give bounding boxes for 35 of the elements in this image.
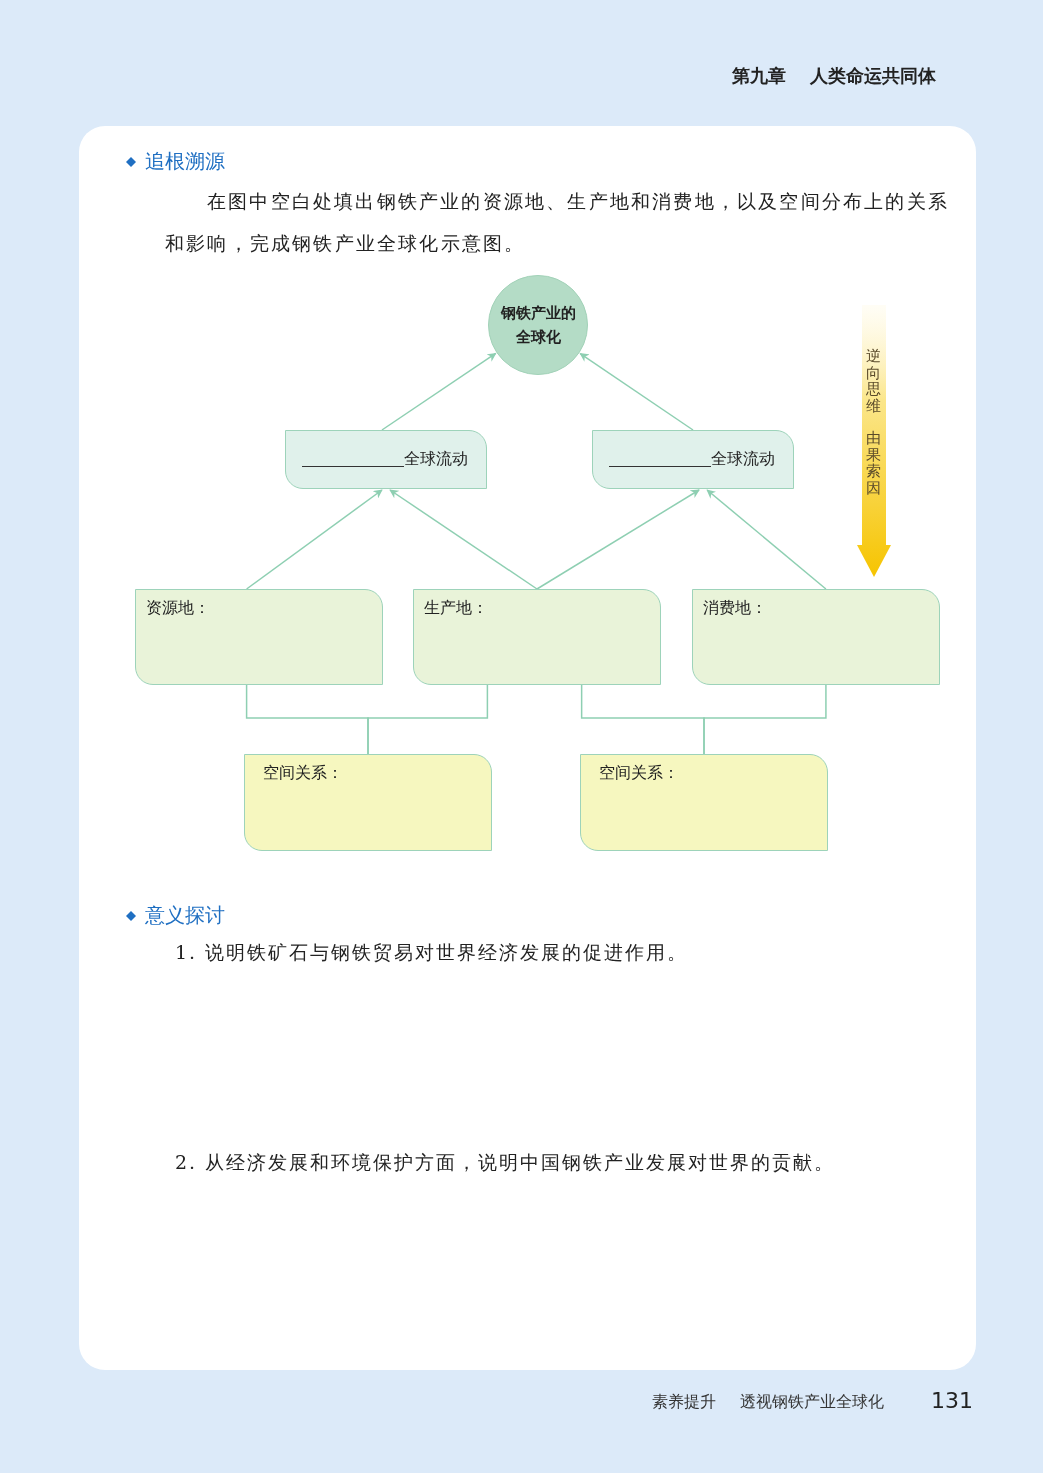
chapter-title: 人类命运共同体 (810, 64, 936, 88)
question-text: 1. 说明铁矿石与钢铁贸易对世界经济发展的促进作用。 (175, 940, 689, 965)
box-label: 资源地： (146, 598, 210, 617)
place-box (135, 589, 383, 685)
box-label: 全球流动 (711, 449, 775, 470)
relation-box (580, 754, 828, 851)
arrow (536, 489, 700, 590)
box-label: 生产地： (424, 598, 488, 617)
question-text: 2. 从经济发展和环境保护方面，说明中国钢铁产业发展对世界的贡献。 (175, 1150, 836, 1175)
connector-line (367, 684, 489, 755)
box-label: 全球流动 (404, 449, 468, 470)
place-box (413, 589, 661, 685)
arrow-text: 逆向思维 (866, 348, 881, 414)
box-label: 空间关系： (599, 763, 679, 782)
flow-box (592, 430, 794, 489)
place-box (692, 589, 940, 685)
arrow (381, 352, 497, 431)
section-heading: 意义探讨 (145, 902, 225, 929)
topic-text: 钢铁产业的全球化 (499, 303, 577, 348)
footer-text: 素养提升 (652, 1392, 716, 1413)
box-label: 消费地： (703, 598, 767, 617)
arrow (389, 489, 538, 590)
box-label: 空间关系： (263, 763, 343, 782)
footer-text: 透视钢铁产业全球化 (740, 1392, 884, 1413)
page-number: 131 (931, 1388, 973, 1413)
section-heading: 追根溯源 (145, 148, 225, 175)
arrow (245, 489, 383, 590)
connector-line (703, 684, 827, 755)
chapter-number: 第九章 (732, 64, 786, 88)
arrow-text: 由果索因 (866, 430, 881, 496)
arrow (706, 489, 827, 590)
flow-box (285, 430, 487, 489)
instruction-text: 在图中空白处填出钢铁产业的资源地、生产地和消费地，以及空间分布上的关系和影响，完成钢铁产业全球化示意图。 (165, 189, 950, 256)
relation-box (244, 754, 492, 851)
arrow (579, 352, 694, 431)
